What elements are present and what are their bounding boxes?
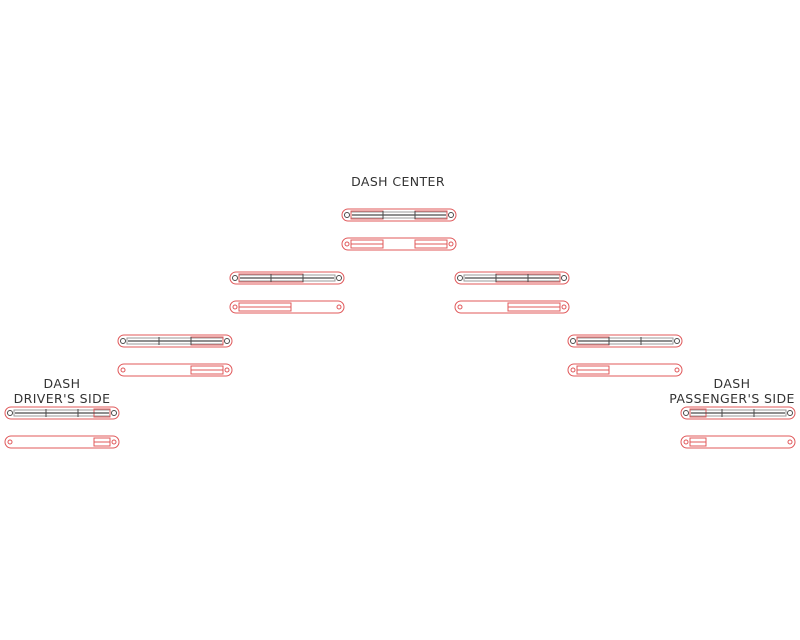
mount-hole (683, 410, 689, 416)
passenger-side-switch-panel (680, 406, 796, 420)
mount-hole (232, 275, 238, 281)
left-inner-backplate (229, 300, 345, 314)
right-middle-switch-panel (567, 334, 683, 348)
mount-hole (561, 275, 567, 281)
right-middle-backplate (567, 363, 683, 377)
plate-outline (229, 300, 345, 314)
panel-outline (567, 334, 683, 348)
left-middle-backplate (117, 363, 233, 377)
mount-hole (570, 338, 576, 344)
plate-outline (567, 363, 683, 377)
mount-hole (674, 338, 680, 344)
plate-outline (341, 237, 457, 251)
mount-hole (570, 367, 576, 373)
driver-side-switch-panel (4, 406, 120, 420)
mount-hole (336, 304, 342, 310)
mount-hole (683, 439, 689, 445)
mount-hole (224, 338, 230, 344)
panel-outline (341, 208, 457, 222)
center-switch-panel (341, 208, 457, 222)
label-passenger-line1: DASH (714, 376, 751, 391)
mount-hole (787, 410, 793, 416)
mount-hole (120, 338, 126, 344)
label-driver-line1: DASH (44, 376, 81, 391)
label-dash-center: DASH CENTER (351, 174, 445, 189)
label-passenger-line2: PASSENGER'S SIDE (669, 391, 795, 406)
plate-outline (454, 300, 570, 314)
mount-hole (111, 410, 117, 416)
label-driver-line2: DRIVER'S SIDE (14, 391, 111, 406)
mount-hole (457, 304, 463, 310)
mount-hole (344, 241, 350, 247)
mount-hole (561, 304, 567, 310)
mount-hole (448, 241, 454, 247)
left-inner-switch-panel (229, 271, 345, 285)
right-inner-backplate (454, 300, 570, 314)
plate-outline (117, 363, 233, 377)
panel-outline (4, 406, 120, 420)
mount-hole (448, 212, 454, 218)
panel-outline (229, 271, 345, 285)
mount-hole (344, 212, 350, 218)
mount-hole (111, 439, 117, 445)
mount-hole (120, 367, 126, 373)
mount-hole (232, 304, 238, 310)
passenger-side-backplate (680, 435, 796, 449)
mount-hole (674, 367, 680, 373)
panel-outline (117, 334, 233, 348)
right-inner-switch-panel (454, 271, 570, 285)
plate-outline (4, 435, 120, 449)
mount-hole (224, 367, 230, 373)
mount-hole (7, 439, 13, 445)
driver-side-backplate (4, 435, 120, 449)
plate-outline (680, 435, 796, 449)
center-backplate (341, 237, 457, 251)
mount-hole (336, 275, 342, 281)
left-middle-switch-panel (117, 334, 233, 348)
panel-outline (454, 271, 570, 285)
mount-hole (787, 439, 793, 445)
panel-outline (680, 406, 796, 420)
mount-hole (7, 410, 13, 416)
mount-hole (457, 275, 463, 281)
